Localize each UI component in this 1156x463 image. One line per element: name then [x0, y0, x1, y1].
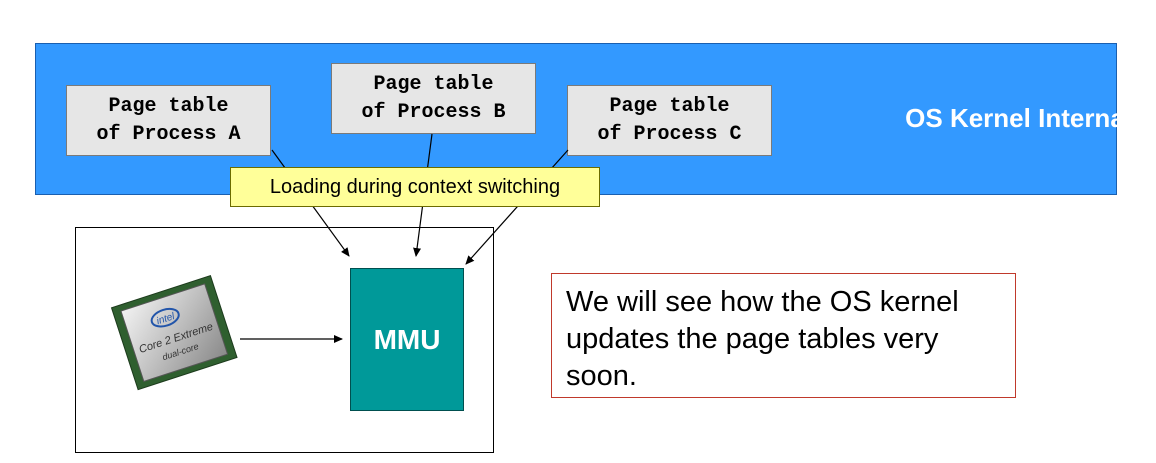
note-box: We will see how the OS kernel updates th…: [551, 273, 1016, 398]
page-table-process-a: Page table of Process A: [66, 85, 271, 156]
intel-cpu-chip-icon: intel Core 2 Extreme dual-core: [110, 275, 238, 391]
page-table-c-line1: Page table: [609, 94, 730, 118]
page-table-b-line2: of Process B: [361, 100, 506, 124]
mmu-box: MMU: [350, 268, 464, 411]
page-table-a-line2: of Process A: [96, 122, 241, 146]
page-table-a-line1: Page table: [108, 94, 229, 118]
page-table-c-line2: of Process C: [597, 122, 742, 146]
page-table-b-line1: Page table: [373, 72, 494, 96]
page-table-process-b: Page table of Process B: [331, 63, 536, 134]
loading-context-switch-label: Loading during context switching: [230, 167, 600, 207]
mmu-label: MMU: [373, 323, 441, 355]
os-kernel-label: OS Kernel Internal: [905, 103, 1132, 133]
page-table-process-c: Page table of Process C: [567, 85, 772, 156]
